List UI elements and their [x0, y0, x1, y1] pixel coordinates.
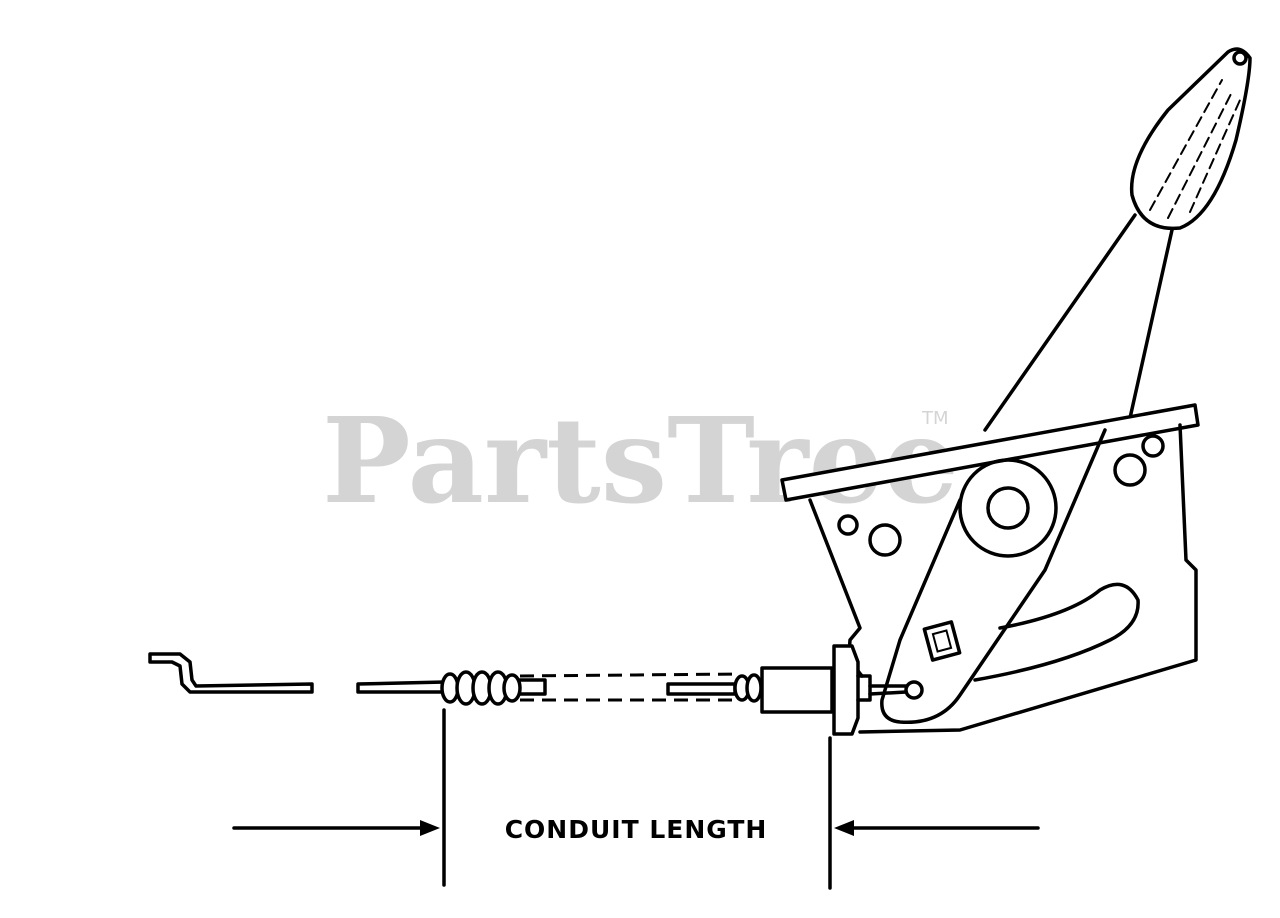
- bracket-hole-large-right: [1113, 453, 1147, 487]
- pivot-hub-outer: [958, 458, 1058, 558]
- conduit-spring-right: [733, 673, 763, 703]
- conduit-left-end: [518, 678, 547, 696]
- conduit-right-inner-wire: [666, 682, 737, 696]
- watermark: PartsTree TM: [322, 391, 959, 530]
- knob-shading: [1149, 79, 1241, 219]
- dimension-arrowhead-right: [834, 820, 854, 836]
- watermark-trademark: TM: [921, 408, 949, 429]
- pivot-plate: [880, 428, 1107, 725]
- bracket-hole-small-right: [1141, 434, 1165, 458]
- cable-clamp-shank: [856, 674, 872, 702]
- conduit-top-edge: [519, 672, 741, 678]
- pivot-plate-slot-inner: [931, 629, 953, 653]
- bracket-slot: [973, 582, 1140, 682]
- cable-ferrule: [760, 666, 834, 714]
- dimension-arrowhead-left: [420, 820, 440, 836]
- lever-arm-right-edge: [1128, 228, 1174, 420]
- bracket-top-flange: [780, 403, 1200, 502]
- bracket-hole-large-left: [868, 523, 902, 557]
- lever-knob: [1129, 47, 1252, 231]
- pivot-plate-outline: [880, 428, 1107, 725]
- cable-z-bend-end: [148, 652, 314, 694]
- cable-assembly: [148, 644, 908, 736]
- conduit-spring-left: [440, 670, 522, 706]
- cable-inner-wire: [868, 684, 908, 696]
- pivot-pin: [904, 680, 924, 700]
- dimension-conduit-length: CONDUIT LENGTH: [232, 708, 1040, 890]
- bracket-hole-small-left: [837, 514, 859, 536]
- dimension-label: CONDUIT LENGTH: [505, 815, 768, 844]
- knob-tip: [1232, 50, 1248, 66]
- pivot-hub-inner: [986, 486, 1030, 530]
- watermark-text: PartsTree: [322, 391, 959, 530]
- bracket-right-edge: [858, 423, 1198, 734]
- control-lever: [983, 47, 1252, 432]
- pivot-plate-slot: [922, 620, 962, 662]
- cable-clamp-nut: [832, 644, 860, 736]
- control-bracket: [780, 403, 1200, 734]
- cable-rod-segment: [356, 680, 447, 694]
- lever-arm-left-edge: [983, 213, 1137, 432]
